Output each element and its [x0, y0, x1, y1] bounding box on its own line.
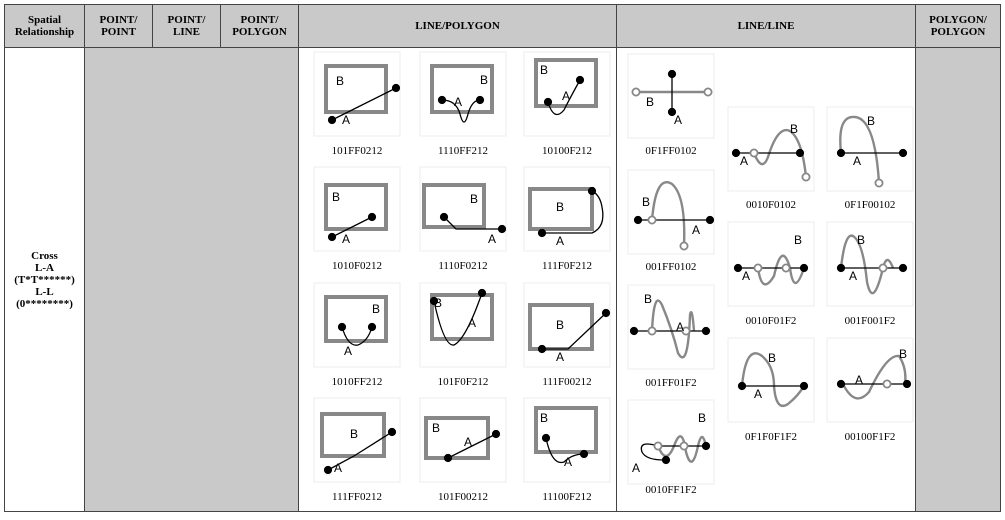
line-line-cell	[616, 47, 916, 512]
relationship-ll-matrix: (0********)	[16, 297, 73, 310]
header-point-point: POINT/ POINT	[84, 4, 153, 48]
header-relationship: Spatial Relationship	[4, 4, 85, 48]
relationship-la: L-A	[35, 261, 54, 274]
header-point-polygon: POINT/ POLYGON	[220, 4, 299, 48]
table-grid: Spatial Relationship POINT/ POINT POINT/…	[4, 4, 1001, 512]
header-line-polygon: LINE/POLYGON	[298, 4, 617, 48]
header-polygon-polygon-text: POLYGON/ POLYGON	[929, 14, 987, 38]
header-line-line-text: LINE/LINE	[737, 20, 795, 32]
relationship-la-matrix: (T*T******)	[14, 273, 75, 286]
relationship-ll: L-L	[35, 285, 54, 298]
header-line-polygon-text: LINE/POLYGON	[415, 20, 500, 32]
empty-polygon-polygon-cell	[915, 47, 1001, 512]
header-relationship-text: Spatial Relationship	[14, 14, 75, 38]
header-point-line: POINT/ LINE	[152, 4, 221, 48]
header-point-point-text: POINT/ POINT	[99, 14, 138, 38]
relationship-cell: Cross L-A (T*T******) L-L (0********)	[4, 47, 85, 512]
empty-point-cells	[84, 47, 299, 512]
line-polygon-cell	[298, 47, 617, 512]
header-point-line-text: POINT/ LINE	[167, 14, 206, 38]
relationship-name: Cross	[31, 249, 58, 262]
header-line-line: LINE/LINE	[616, 4, 916, 48]
header-polygon-polygon: POLYGON/ POLYGON	[915, 4, 1001, 48]
header-point-polygon-text: POINT/ POLYGON	[232, 14, 287, 38]
